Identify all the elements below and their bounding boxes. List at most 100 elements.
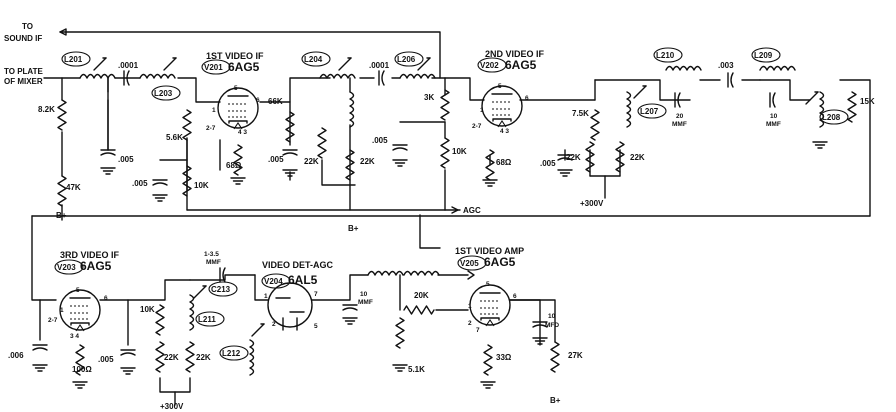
val-1-35-2: MMF <box>206 259 221 266</box>
pin-v202-6: 6 <box>525 95 529 102</box>
v202-title: 2ND VIDEO IF <box>485 49 545 59</box>
pin-v202-5: 5 <box>498 83 502 90</box>
pin-v205-2: 2 <box>468 320 472 327</box>
pin-v205-5: 5 <box>486 281 490 288</box>
pin-v203-34: 3 4 <box>70 333 79 340</box>
v203-title: 3RD VIDEO IF <box>60 250 120 260</box>
v201-title: 1ST VIDEO IF <box>206 51 264 61</box>
val-10mmf-b-2: MMF <box>358 299 373 306</box>
val-68-a: 68Ω <box>226 161 242 170</box>
pin-v204-2: 2 <box>272 321 276 328</box>
val-20mmf-1: 20 <box>676 113 684 120</box>
val-33: 33Ω <box>496 353 512 362</box>
val-47k: 47K <box>66 183 81 192</box>
pin-v201-43: 4 3 <box>238 129 247 136</box>
val-10mmf-a-1: 10 <box>770 113 778 120</box>
l209-label: L209 <box>754 51 773 60</box>
v204-type: 6AL5 <box>288 273 318 287</box>
v201-ref: V201 <box>204 63 223 72</box>
val-10k-b: 10K <box>452 147 467 156</box>
tube-v203 <box>59 289 101 332</box>
to-sound-if-label-2: SOUND IF <box>4 34 42 43</box>
val-005f: .005 <box>98 355 114 364</box>
val-0001b: .0001 <box>369 61 390 70</box>
val-10k-a: 10K <box>194 181 209 190</box>
val-22k-b: 22K <box>360 157 375 166</box>
val-20mmf-2: MMF <box>672 121 687 128</box>
pin-v205-1: 1 <box>468 303 472 310</box>
l206-label: L206 <box>397 55 416 64</box>
b-plus-label-3: B+ <box>550 396 561 405</box>
val-10mfd-2: MFD <box>545 322 559 329</box>
pin-v202-43: 4 3 <box>500 128 509 135</box>
tube-v202 <box>481 85 523 128</box>
val-27k: 27K <box>568 351 583 360</box>
val-15k: 15K <box>860 97 875 106</box>
pin-v203-6: 6 <box>104 295 108 302</box>
l212-label: L212 <box>222 349 241 358</box>
l201-label: L201 <box>64 55 83 64</box>
pin-v205-6: 6 <box>513 293 517 300</box>
val-10k-c: 10K <box>140 305 155 314</box>
pin-v201-1: 1 <box>212 107 216 114</box>
val-005b: .005 <box>132 179 148 188</box>
l204-label: L204 <box>304 55 323 64</box>
pin-v204-5: 5 <box>314 323 318 330</box>
upper-components <box>57 57 857 207</box>
val-5k1: 5.1K <box>408 365 425 374</box>
pin-v203-1: 1 <box>60 307 64 314</box>
c213-label: C213 <box>211 285 231 294</box>
val-10mmf-b-1: 10 <box>360 291 368 298</box>
b-plus-label-1: B+ <box>56 211 67 220</box>
pin-v201-6: 6 <box>256 97 260 104</box>
val-100: 100Ω <box>72 365 92 374</box>
v205-ref: V205 <box>460 259 479 268</box>
pin-v203-5: 5 <box>76 287 80 294</box>
val-22k-c: 22K <box>566 153 581 162</box>
l207-label: L207 <box>640 107 659 116</box>
tube-v205 <box>469 284 511 327</box>
coil-circles <box>54 47 849 361</box>
val-68-b: 68Ω <box>496 158 512 167</box>
l210-label: L210 <box>656 51 675 60</box>
tube-v201 <box>217 87 259 130</box>
val-006: .006 <box>8 351 24 360</box>
to-sound-if-label-1: TO <box>22 22 33 31</box>
pin-v204-7: 7 <box>314 291 318 298</box>
agc-label: AGC <box>463 206 481 215</box>
val-5k6: 5.6K <box>166 133 183 142</box>
v202-ref: V202 <box>480 61 499 70</box>
val-8k2: 8.2K <box>38 105 55 114</box>
val-22k-f: 22K <box>196 353 211 362</box>
val-22k-a: 22K <box>304 157 319 166</box>
pin-v204-1: 1 <box>264 293 268 300</box>
val-7k5: 7.5K <box>572 109 589 118</box>
val-005d: .005 <box>372 136 388 145</box>
val-005a: .005 <box>118 155 134 164</box>
val-22k-d: 22K <box>630 153 645 162</box>
v202-type: 6AG5 <box>505 58 537 72</box>
val-1-35-1: 1-3.5 <box>204 251 219 258</box>
v204-ref: V204 <box>264 277 283 286</box>
val-10mmf-a-2: MMF <box>766 121 781 128</box>
l203-label: L203 <box>154 89 173 98</box>
l208-label: L208 <box>822 113 841 122</box>
val-22k-e: 22K <box>164 353 179 362</box>
upper-wiring <box>31 28 871 301</box>
val-003: .003 <box>718 61 734 70</box>
to-plate-label-1: TO PLATE <box>4 67 43 76</box>
pin-v205-7: 7 <box>476 327 480 334</box>
pin-v203-27: 2-7 <box>48 317 58 324</box>
v205-title: 1ST VIDEO AMP <box>455 246 524 256</box>
v201-type: 6AG5 <box>228 60 260 74</box>
l211-label: L211 <box>198 315 216 324</box>
v203-type: 6AG5 <box>80 259 112 273</box>
val-3k: 3K <box>424 93 434 102</box>
to-plate-label-2: OF MIXER <box>4 77 43 86</box>
v300-label-1: +300V <box>580 199 604 208</box>
v204-title: VIDEO DET-AGC <box>262 260 334 270</box>
val-005e: .005 <box>540 159 556 168</box>
val-0001a: .0001 <box>118 61 139 70</box>
labels: TO SOUND IF TO PLATE OF MIXER AGC B+ B+ … <box>4 22 875 411</box>
